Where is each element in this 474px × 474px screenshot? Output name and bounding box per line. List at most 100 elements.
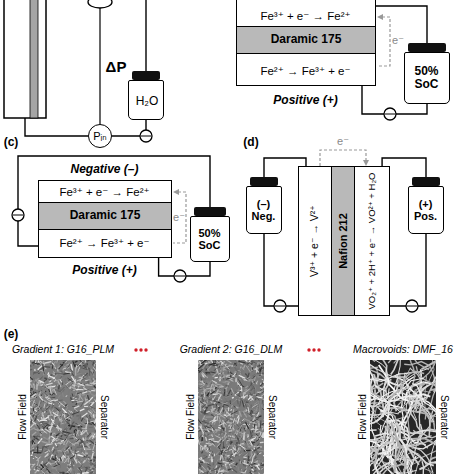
fiber-stroke [68,436,72,438]
fiber-stroke [241,378,243,383]
fiber-stroke [62,472,68,474]
fiber-stroke [43,418,46,419]
fiber-stroke [45,451,48,453]
fiber-stroke [60,412,64,417]
fiber-stroke [248,473,250,474]
fiber-stroke [249,399,253,402]
fiber-stroke [84,406,88,407]
fiber-stroke [238,438,239,444]
fiber-stroke [75,392,77,398]
fiber-stroke [91,469,95,470]
micrograph-texture [30,360,96,474]
fiber-stroke [31,360,37,362]
fiber-stroke [80,394,85,395]
fiber-stroke [72,412,79,415]
fiber-stroke [230,415,235,416]
fiber-stroke [226,410,228,415]
fiber-stroke [258,375,264,377]
fiber-stroke [42,441,49,443]
fiber-stroke [89,471,94,473]
fiber-stroke [52,393,54,396]
fiber-stroke [198,396,201,397]
fiber-stroke [199,369,202,373]
fiber-stroke [218,471,225,472]
fiber-stroke [67,367,69,368]
fiber-stroke [225,385,228,386]
fiber-stroke [259,364,261,367]
fiber-stroke [258,473,261,474]
fiber-stroke [96,428,97,430]
fiber-stroke [41,381,47,386]
fiber-stroke [215,360,218,363]
fiber-stroke [198,462,199,464]
micrograph [30,360,96,474]
fiber-stroke [74,471,76,474]
fiber-stroke [54,388,57,394]
fiber-stroke [201,434,205,437]
fiber-stroke [66,427,68,430]
fiber-stroke [63,360,69,361]
fiber-stroke [208,381,210,385]
fiber-stroke [57,391,60,392]
fiber-stroke [70,433,72,434]
fiber-stroke [76,425,82,427]
fiber-stroke [264,413,265,420]
fiber-stroke [59,444,61,446]
fiber-stroke [42,364,44,371]
fiber-stroke [205,361,211,364]
fiber-stroke [58,433,60,435]
fiber-stroke [222,402,228,404]
fiber-stroke [80,409,85,411]
fiber-stroke [252,386,253,388]
fiber-stroke [57,436,58,439]
fiber-stroke [246,397,248,400]
fiber-stroke [36,384,37,390]
fiber-stroke [64,472,68,474]
fiber-stroke [54,444,57,447]
fiber-stroke [208,391,212,392]
fiber-stroke [250,428,254,430]
fiber-stroke [56,384,59,390]
fiber-stroke [89,360,94,364]
fiber-stroke [203,415,205,420]
fiber-stroke [224,414,227,416]
fiber-stroke [48,459,49,461]
fiber-stroke [219,420,221,423]
fiber-stroke [200,361,201,363]
fiber-stroke [199,470,201,473]
fiber-stroke [90,421,96,422]
fiber-stroke [63,440,65,445]
fiber-stroke [244,377,250,380]
fiber-stroke [57,437,64,440]
fiber-stroke [213,390,216,397]
fiber-stroke [221,465,228,467]
fiber-stroke [73,434,75,440]
fiber-stroke [216,454,219,456]
fiber-stroke [78,425,80,426]
fiber-stroke [236,407,239,408]
fiber-stroke [54,433,55,435]
fiber-stroke [243,459,245,463]
fiber-stroke [71,463,73,469]
fiber-stroke [39,360,41,361]
fiber-stroke [47,396,48,398]
fiber-stroke [95,415,96,418]
fiber-stroke [50,397,55,399]
fiber-stroke [51,416,54,421]
fiber-stroke [31,454,33,455]
fiber-stroke [206,450,209,452]
fiber-stroke [263,455,264,457]
fiber-stroke [254,387,256,390]
fiber-stroke [213,387,215,391]
fiber-stroke [219,407,223,414]
fiber-stroke [254,390,255,395]
fiber-stroke [38,437,40,439]
fiber-stroke [239,447,240,450]
fiber-stroke [236,442,237,444]
fiber-stroke [57,449,58,453]
fiber-stroke [260,383,261,385]
fiber-stroke [32,432,36,436]
fiber-stroke [226,441,227,443]
fiber-stroke [215,459,218,464]
fiber-stroke [60,380,62,383]
